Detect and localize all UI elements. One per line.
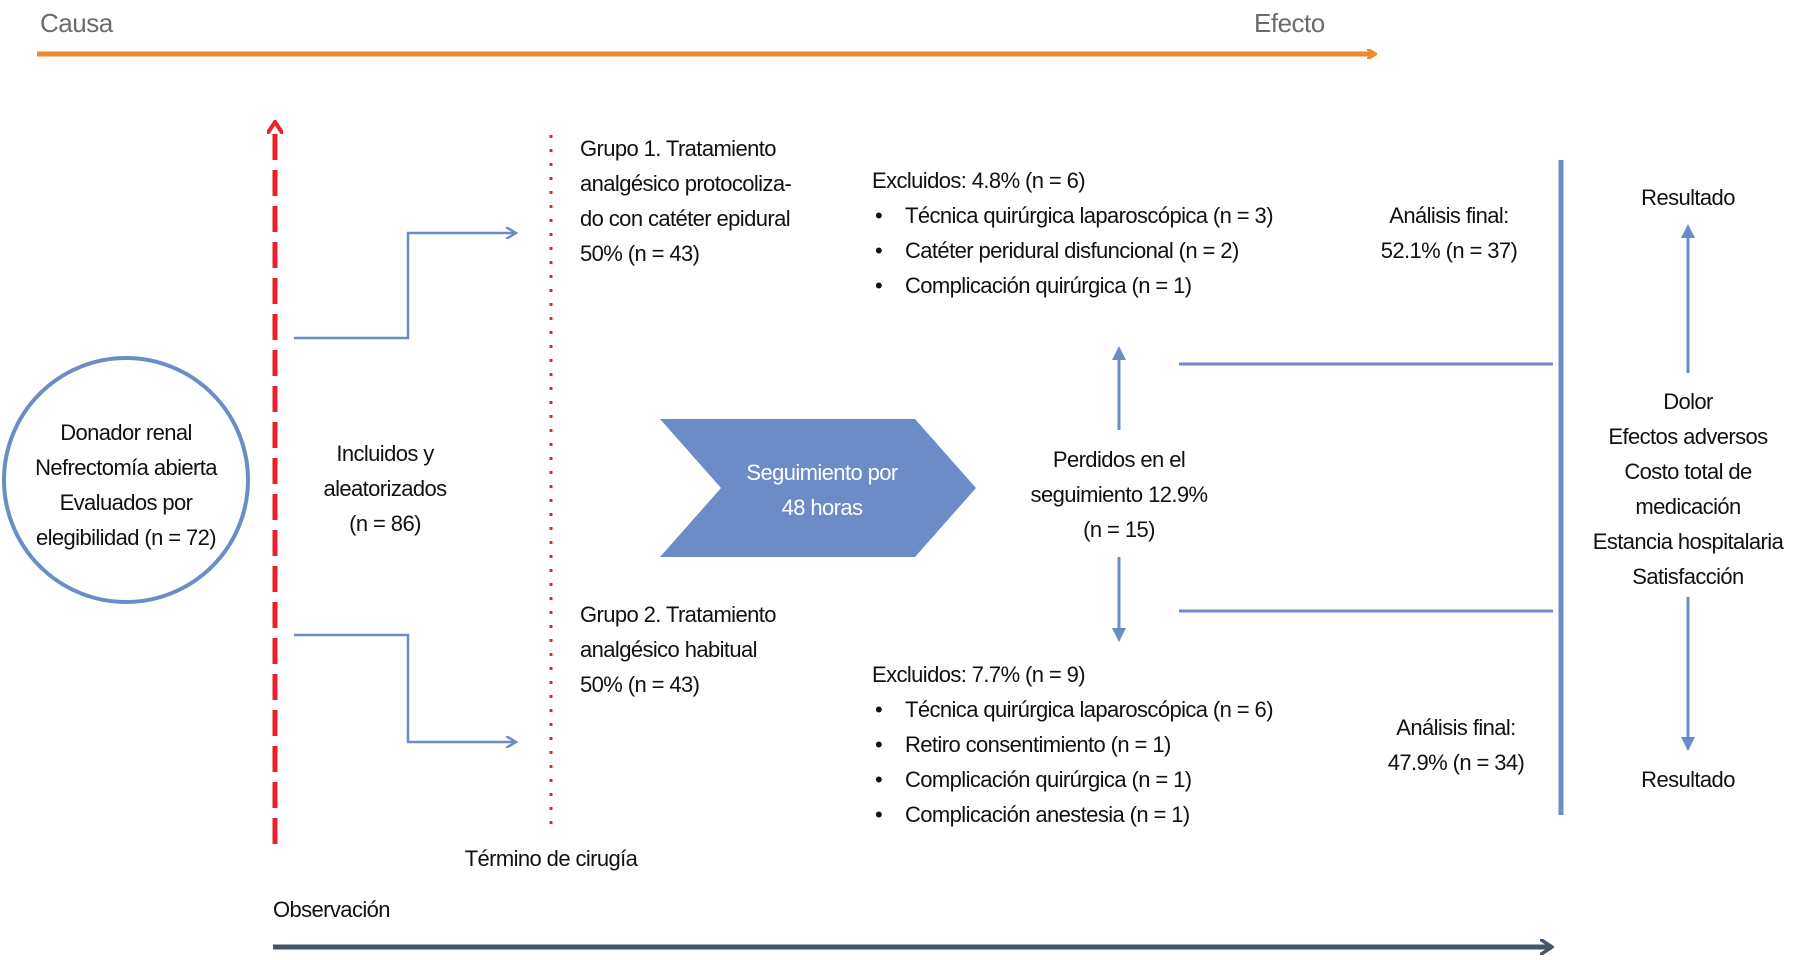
randomized-text: Incluidos y aleatorizados (n = 86) [323, 436, 447, 541]
excluded2-title: Excluidos: 7.7% (n = 9) [872, 662, 1086, 687]
randomized-line: Incluidos y [336, 441, 434, 466]
excluded1-title: Excluidos: 4.8% (n = 6) [872, 168, 1086, 193]
lost-line: (n = 15) [1083, 517, 1155, 542]
followup-text: Seguimiento por 48 horas [746, 455, 898, 525]
outcome-item: medicación [1635, 494, 1741, 519]
result-top-label: Resultado [1641, 185, 1735, 210]
surgery-end-label: Término de cirugía [464, 846, 638, 871]
outcome-item: Dolor [1663, 389, 1713, 414]
outcome-list: Dolor Efectos adversos Costo total de me… [1592, 384, 1784, 594]
outcome-item: Efectos adversos [1608, 424, 1768, 449]
group2-connector [294, 633, 515, 742]
group1-line: analgésico protocoliza- [580, 171, 792, 196]
analysis1-line: Análisis final: [1389, 203, 1509, 228]
followup-line: Seguimiento por [746, 460, 898, 485]
followup-chevron [660, 419, 976, 557]
analysis2-line: 47.9% (n = 34) [1387, 750, 1525, 775]
excluded2-item: Complicación anestesia (n = 1) [872, 797, 1273, 832]
excluded-group2: Excluidos: 7.7% (n = 9) Técnica quirúrgi… [872, 657, 1274, 832]
excluded2-item: Retiro consentimiento (n = 1) [872, 727, 1273, 762]
population-text: Donador renal Nefrectomía abierta Evalua… [35, 415, 217, 555]
group1-line: Grupo 1. Tratamiento [580, 136, 776, 161]
population-line: Donador renal [60, 420, 192, 445]
lost-followup-text: Perdidos en el seguimiento 12.9% (n = 15… [1030, 442, 1209, 547]
excluded2-item: Complicación quirúrgica (n = 1) [872, 762, 1273, 797]
group2-text: Grupo 2. Tratamiento analgésico habitual… [580, 597, 776, 702]
group2-line: Grupo 2. Tratamiento [580, 602, 776, 627]
outcome-item: Costo total de [1624, 459, 1752, 484]
group1-text: Grupo 1. Tratamiento analgésico protocol… [580, 131, 792, 271]
excluded2-item: Técnica quirúrgica laparoscópica (n = 6) [872, 692, 1274, 727]
group1-line: do con catéter epidural [580, 206, 791, 231]
group1-line: 50% (n = 43) [580, 241, 700, 266]
effect-label: Efecto [1254, 8, 1325, 38]
population-line: elegibilidad (n = 72) [35, 525, 217, 550]
population-circle [2, 356, 250, 604]
excluded1-item: Catéter peridural disfuncional (n = 2) [872, 233, 1273, 268]
lost-line: seguimiento 12.9% [1030, 482, 1209, 507]
population-line: Nefrectomía abierta [35, 455, 217, 480]
lost-line: Perdidos en el [1052, 447, 1186, 472]
group2-line: 50% (n = 43) [580, 672, 700, 697]
excluded1-item: Técnica quirúrgica laparoscópica (n = 3) [872, 198, 1274, 233]
analysis1-line: 52.1% (n = 37) [1380, 238, 1518, 263]
analysis2-line: Análisis final: [1396, 715, 1516, 740]
outcome-item: Satisfacción [1632, 564, 1744, 589]
cause-label: Causa [40, 8, 113, 38]
group2-line: analgésico habitual [580, 637, 758, 662]
final-analysis-group1: Análisis final: 52.1% (n = 37) [1381, 198, 1518, 268]
population-line: Evaluados por [59, 490, 193, 515]
final-analysis-group2: Análisis final: 47.9% (n = 34) [1388, 710, 1525, 780]
followup-line: 48 horas [781, 495, 863, 520]
randomized-line: aleatorizados [323, 476, 447, 501]
group1-connector [294, 233, 515, 340]
excluded-group1: Excluidos: 4.8% (n = 6) Técnica quirúrgi… [872, 163, 1274, 303]
excluded1-item: Complicación quirúrgica (n = 1) [872, 268, 1273, 303]
outcome-item: Estancia hospitalaria [1592, 529, 1784, 554]
result-bottom-label: Resultado [1641, 767, 1735, 792]
randomized-line: (n = 86) [349, 511, 421, 536]
observation-label: Observación [273, 897, 391, 922]
